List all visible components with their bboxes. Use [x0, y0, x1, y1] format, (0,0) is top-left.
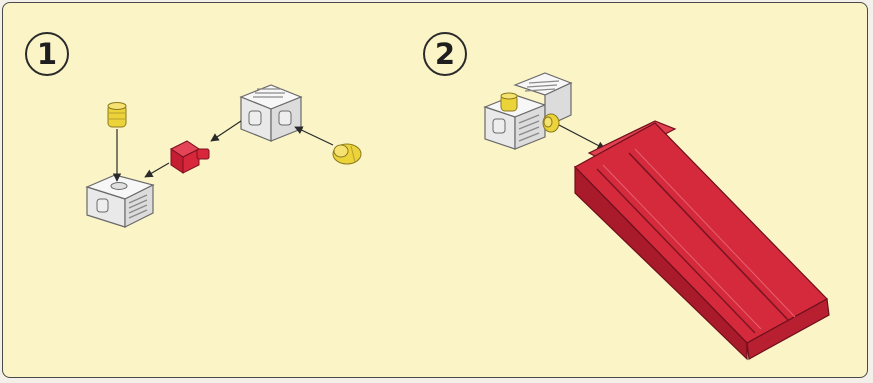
arrow-icon: [145, 163, 169, 177]
yellow-peg-icon: [501, 93, 517, 111]
red-connector-icon: [171, 141, 209, 173]
instruction-panel: 1 2: [2, 2, 868, 378]
white-cube-icon: [87, 175, 153, 227]
arrow-icon: [559, 125, 605, 149]
yellow-peg-icon: [333, 144, 361, 164]
step-2-illustration: [485, 73, 829, 359]
arrow-icon: [211, 121, 241, 141]
assembly-illustration: [3, 3, 869, 379]
yellow-peg-icon: [543, 114, 559, 132]
arrow-icon: [295, 127, 333, 145]
yellow-peg-icon: [108, 103, 126, 128]
white-cube-icon: [241, 85, 301, 141]
step-1-illustration: [87, 85, 361, 227]
white-cube-assembly-icon: [485, 73, 571, 149]
red-slide-icon: [575, 121, 829, 359]
